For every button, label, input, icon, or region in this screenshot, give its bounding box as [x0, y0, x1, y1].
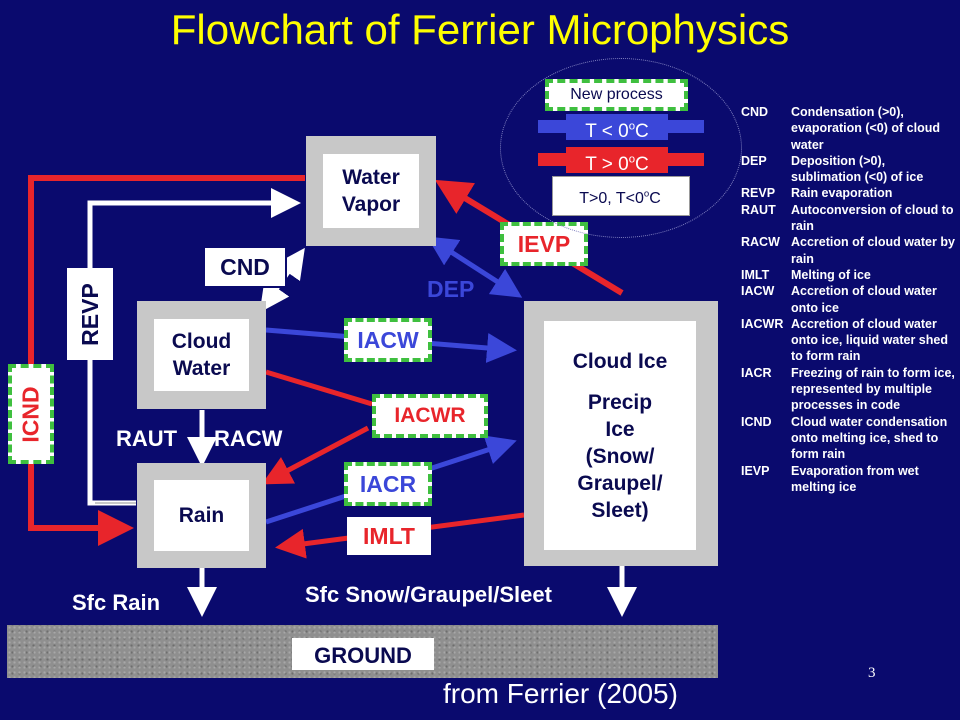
dep-label: DEP [427, 276, 475, 302]
cloud-ice-box: Cloud Ice Precip Ice (Snow/ Graupel/ Sle… [524, 301, 718, 566]
iacw-label: IACW [344, 318, 432, 362]
page-number: 3 [868, 665, 876, 681]
glossary: CND Condensation (>0), evaporation (<0) o… [741, 104, 955, 495]
glossary-row: IACW Accretion of cloud water onto ice [741, 283, 955, 316]
imlt-label: IMLT [347, 517, 431, 555]
glossary-desc: Melting of ice [791, 267, 871, 282]
cloud-water-box: Cloud Water [137, 301, 266, 409]
glossary-row: IEVP Evaporation from wet melting ice [741, 463, 955, 496]
glossary-desc: Condensation (>0), evaporation (<0) of c… [791, 105, 940, 152]
icnd-label: ICND [8, 364, 54, 464]
glossary-abbr: IACR [741, 365, 772, 380]
racw-label: RACW [214, 426, 283, 451]
raut-label: RAUT [116, 426, 178, 451]
glossary-abbr: IMLT [741, 267, 770, 282]
rain-box: Rain [137, 463, 266, 568]
legend-warm-label: T > 0oC [566, 147, 668, 175]
glossary-row: IACR Freezing of rain to form ice, repres… [741, 365, 955, 414]
glossary-desc: Rain evaporation [791, 186, 893, 201]
glossary-row: IMLT Melting of ice [741, 267, 955, 283]
legend-cold-label: T < 0oC [566, 114, 668, 142]
glossary-row: ICND Cloud water condensation onto meltin… [741, 414, 955, 463]
glossary-abbr: DEP [741, 153, 767, 168]
revp-label: REVP [67, 268, 113, 360]
glossary-row: DEP Deposition (>0), sublimation (<0) of … [741, 153, 955, 186]
glossary-desc: Freezing of rain to form ice, represente… [791, 365, 955, 413]
glossary-desc: Accretion of cloud water onto ice, liqui… [791, 316, 948, 364]
cloud-water-label: Cloud Water [154, 319, 249, 391]
glossary-abbr: IEVP [741, 463, 770, 478]
sfc-snow-label: Sfc Snow/Graupel/Sleet [305, 582, 552, 607]
glossary-row: RAUT Autoconversion of cloud to rain [741, 202, 955, 235]
water-vapor-label: Water Vapor [323, 154, 419, 228]
water-vapor-box: Water Vapor [306, 136, 436, 246]
glossary-desc: Cloud water condensation onto melting ic… [791, 414, 948, 462]
glossary-desc: Autoconversion of cloud to rain [791, 202, 954, 234]
legend [500, 58, 742, 238]
glossary-row: RACW Accretion of cloud water by rain [741, 234, 955, 267]
glossary-row: REVP Rain evaporation [741, 185, 955, 201]
glossary-abbr: IACW [741, 284, 775, 299]
dep-arrow [426, 236, 523, 298]
glossary-row: IACWR Accretion of cloud water onto ice, … [741, 316, 955, 365]
source-citation: from Ferrier (2005) [443, 678, 678, 709]
cloud-ice-label: Cloud Ice Precip Ice (Snow/ Graupel/ Sle… [544, 321, 696, 550]
glossary-abbr: ICND [741, 414, 772, 429]
glossary-abbr: CND [741, 105, 769, 119]
slide-title: Flowchart of Ferrier Microphysics [170, 6, 790, 53]
sfc-rain-label: Sfc Rain [72, 590, 161, 615]
glossary-row: CND Condensation (>0), evaporation (<0) o… [741, 104, 955, 153]
ground-label: GROUND [292, 638, 434, 670]
cnd-label: CND [203, 246, 287, 288]
legend-mixed-label: T>0, T<0oC [556, 181, 684, 209]
iacr-label: IACR [344, 462, 432, 506]
ground-strip [7, 625, 718, 678]
glossary-abbr: IACWR [741, 316, 784, 331]
glossary-abbr: RACW [741, 235, 780, 250]
glossary-desc: Evaporation from wet melting ice [791, 463, 919, 494]
glossary-abbr: RAUT [741, 202, 776, 217]
ievp-label: IEVP [500, 222, 588, 266]
glossary-desc: Accretion of cloud water onto ice [791, 284, 937, 315]
icnd-arrow [28, 175, 305, 546]
glossary-desc: Deposition (>0), sublimation (<0) of ice [791, 153, 924, 185]
rain-label: Rain [154, 480, 249, 551]
glossary-desc: Accretion of cloud water by rain [791, 235, 955, 266]
glossary-abbr: REVP [741, 186, 776, 201]
legend-new-process: New process [545, 79, 688, 111]
iacwr-arrow [261, 425, 370, 485]
iacwr-label: IACWR [372, 394, 488, 438]
